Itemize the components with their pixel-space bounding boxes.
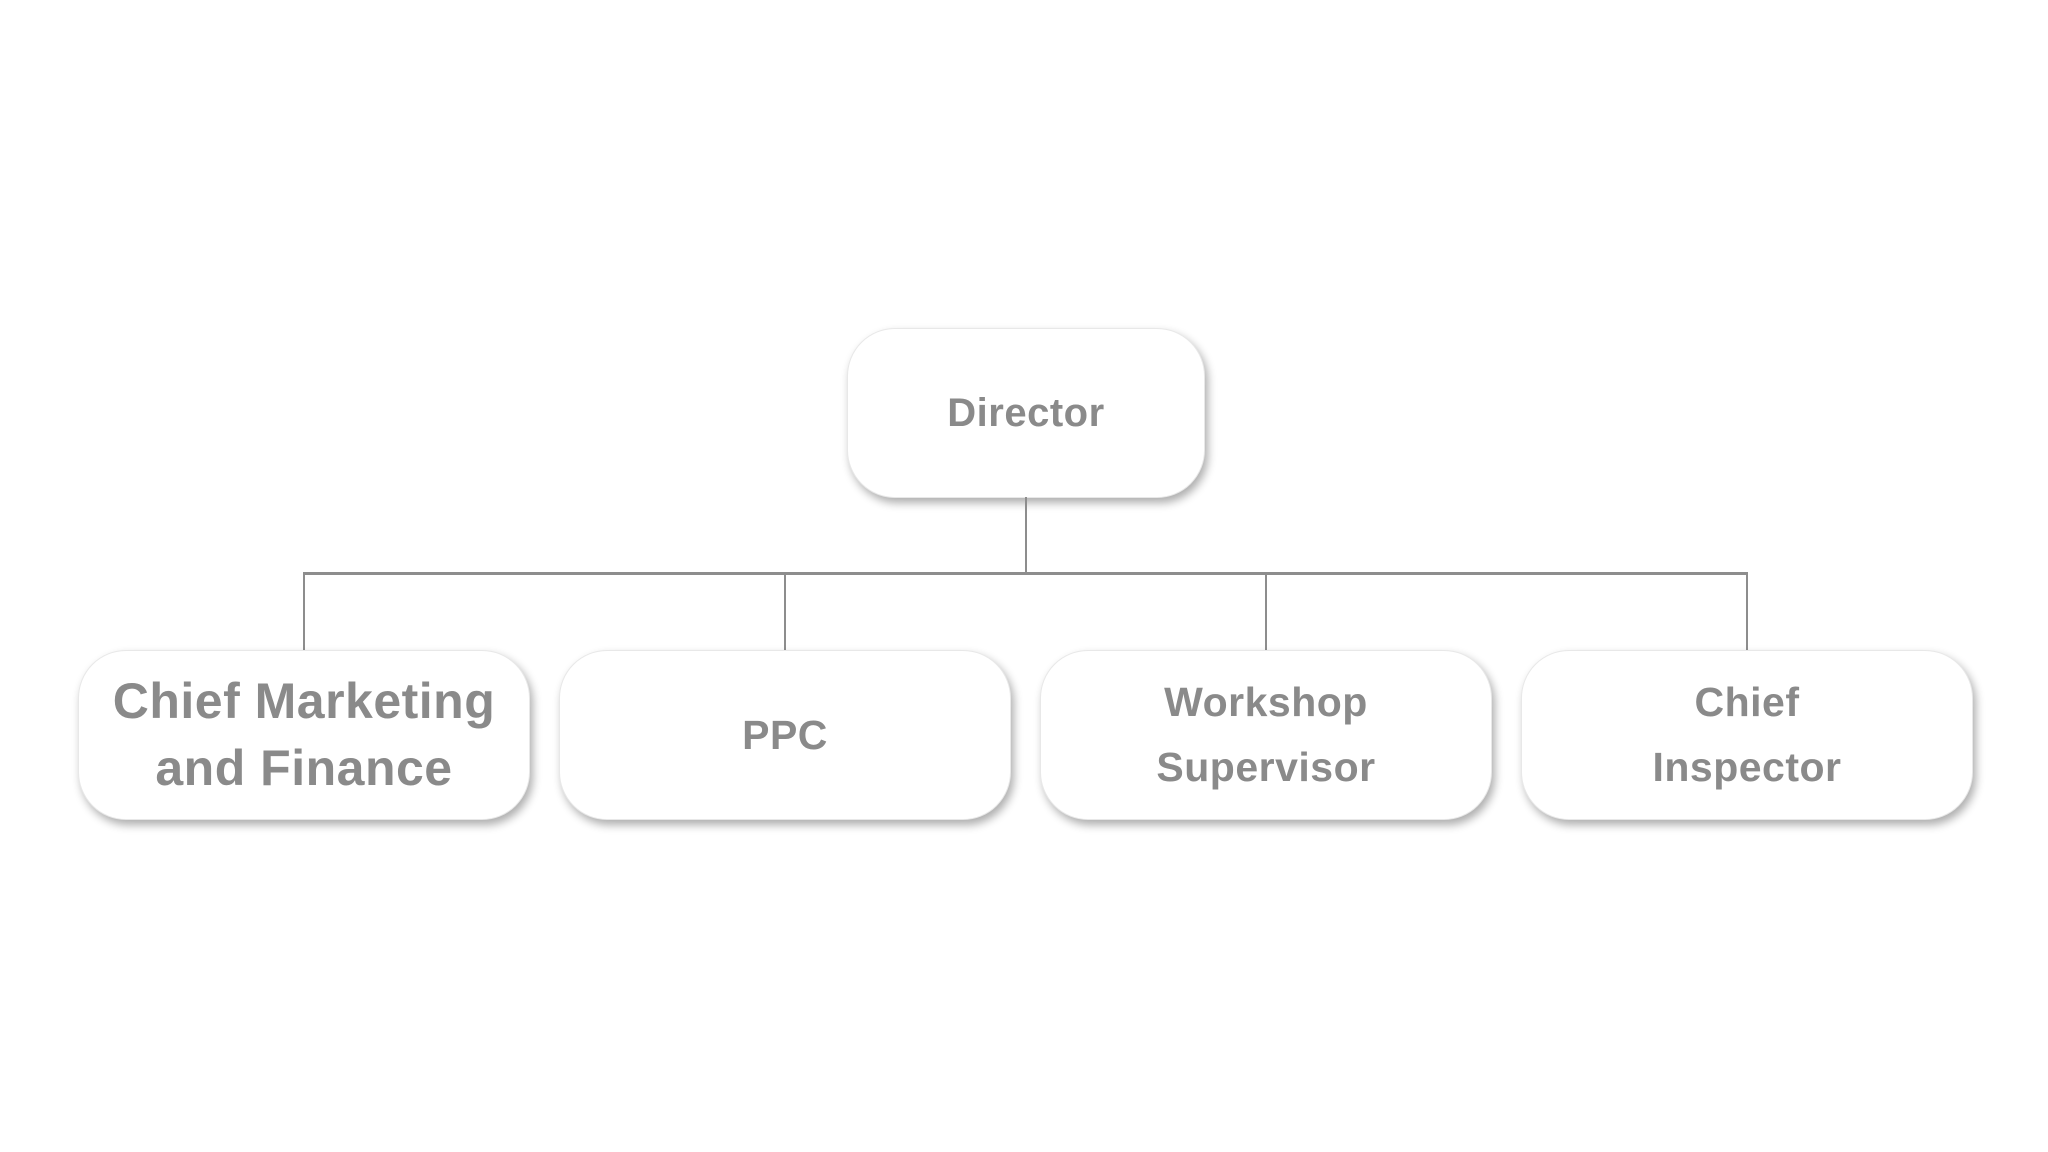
node-label-line: Inspector <box>1652 744 1842 790</box>
connector-horizontal-rail <box>303 572 1748 575</box>
node-chief-inspector[interactable]: Chief Inspector <box>1521 650 1973 820</box>
node-director[interactable]: Director <box>847 328 1205 498</box>
connector-branch-workshop-supervisor <box>1265 573 1267 651</box>
node-label-line: and Finance <box>155 740 453 796</box>
node-ppc[interactable]: PPC <box>559 650 1011 820</box>
connector-branch-chief-marketing-and-finance <box>303 573 305 651</box>
connector-branch-chief-inspector <box>1746 573 1748 651</box>
node-label-line: PPC <box>742 711 828 758</box>
node-label-line: Workshop <box>1164 679 1368 725</box>
node-label-line: Chief <box>1694 679 1800 725</box>
node-chief-marketing-and-finance[interactable]: Chief Marketing and Finance <box>78 650 530 820</box>
connector-director-down <box>1025 497 1027 573</box>
node-label-line: Supervisor <box>1156 744 1376 790</box>
node-label-line: Chief Marketing <box>112 673 496 729</box>
node-director-label: Director <box>947 390 1105 435</box>
connector-branch-ppc <box>784 573 786 651</box>
node-workshop-supervisor[interactable]: Workshop Supervisor <box>1040 650 1492 820</box>
